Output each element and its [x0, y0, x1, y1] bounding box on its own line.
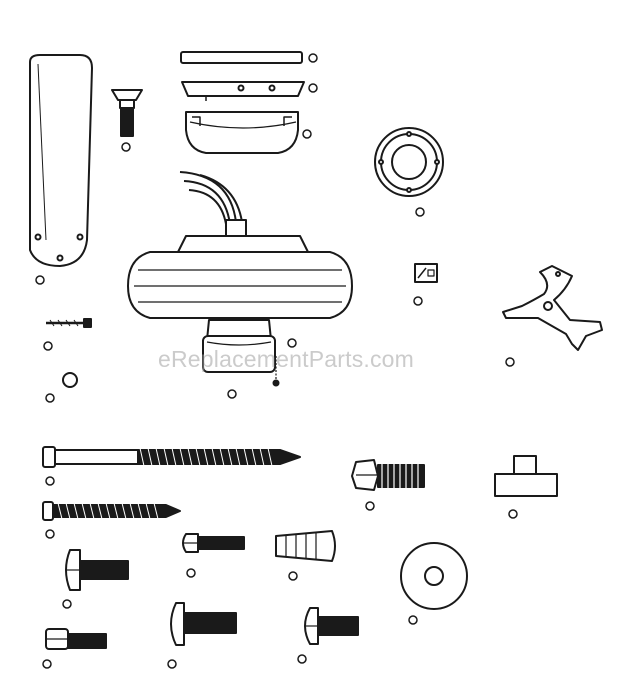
part-blade-bolt [111, 89, 143, 152]
part-machine-screw [182, 533, 245, 578]
callout-marker [45, 529, 55, 539]
callout-marker [42, 659, 52, 669]
part-wire-nut [275, 530, 336, 581]
part-phillips-screw [297, 607, 359, 664]
callout-marker [297, 654, 307, 664]
callout-marker [45, 476, 55, 486]
callout-marker [43, 341, 53, 351]
callout-marker [62, 599, 72, 609]
part-capacitor [413, 263, 438, 306]
part-wood-screw [42, 501, 181, 539]
part-canopy [185, 111, 312, 154]
callout-marker [508, 509, 518, 519]
part-fan-blade [29, 54, 93, 285]
callout-marker [408, 615, 418, 625]
part-light-cover [374, 127, 444, 217]
callout-marker [288, 571, 298, 581]
part-finial [45, 372, 78, 403]
part-washer [400, 542, 468, 625]
part-blade-iron [502, 265, 603, 367]
part-rubber-grommet [494, 455, 558, 519]
callout-marker [415, 207, 425, 217]
callout-marker [308, 83, 318, 93]
callout-marker [365, 501, 375, 511]
callout-marker [505, 357, 515, 367]
part-small-screw [43, 318, 92, 351]
callout-marker [308, 53, 318, 63]
callout-marker [287, 338, 297, 348]
callout-marker [413, 296, 423, 306]
part-pull-chain [272, 356, 280, 387]
part-motor-housing [127, 171, 353, 348]
callout-marker [227, 389, 237, 399]
callout-marker [302, 129, 312, 139]
part-mounting-lag-screw [42, 446, 301, 486]
part-switch-housing [202, 319, 276, 399]
part-hex-bolt [351, 459, 425, 511]
part-canopy-ring [181, 81, 318, 101]
callout-marker [186, 568, 196, 578]
callout-marker [167, 659, 177, 669]
part-truss-head-screw [62, 549, 129, 609]
part-canopy-top-plate [180, 51, 318, 64]
callout-marker [121, 142, 131, 152]
part-pan-head-screw [167, 602, 237, 669]
part-slotted-screw [42, 628, 107, 669]
callout-marker [35, 275, 45, 285]
callout-marker [45, 393, 55, 403]
